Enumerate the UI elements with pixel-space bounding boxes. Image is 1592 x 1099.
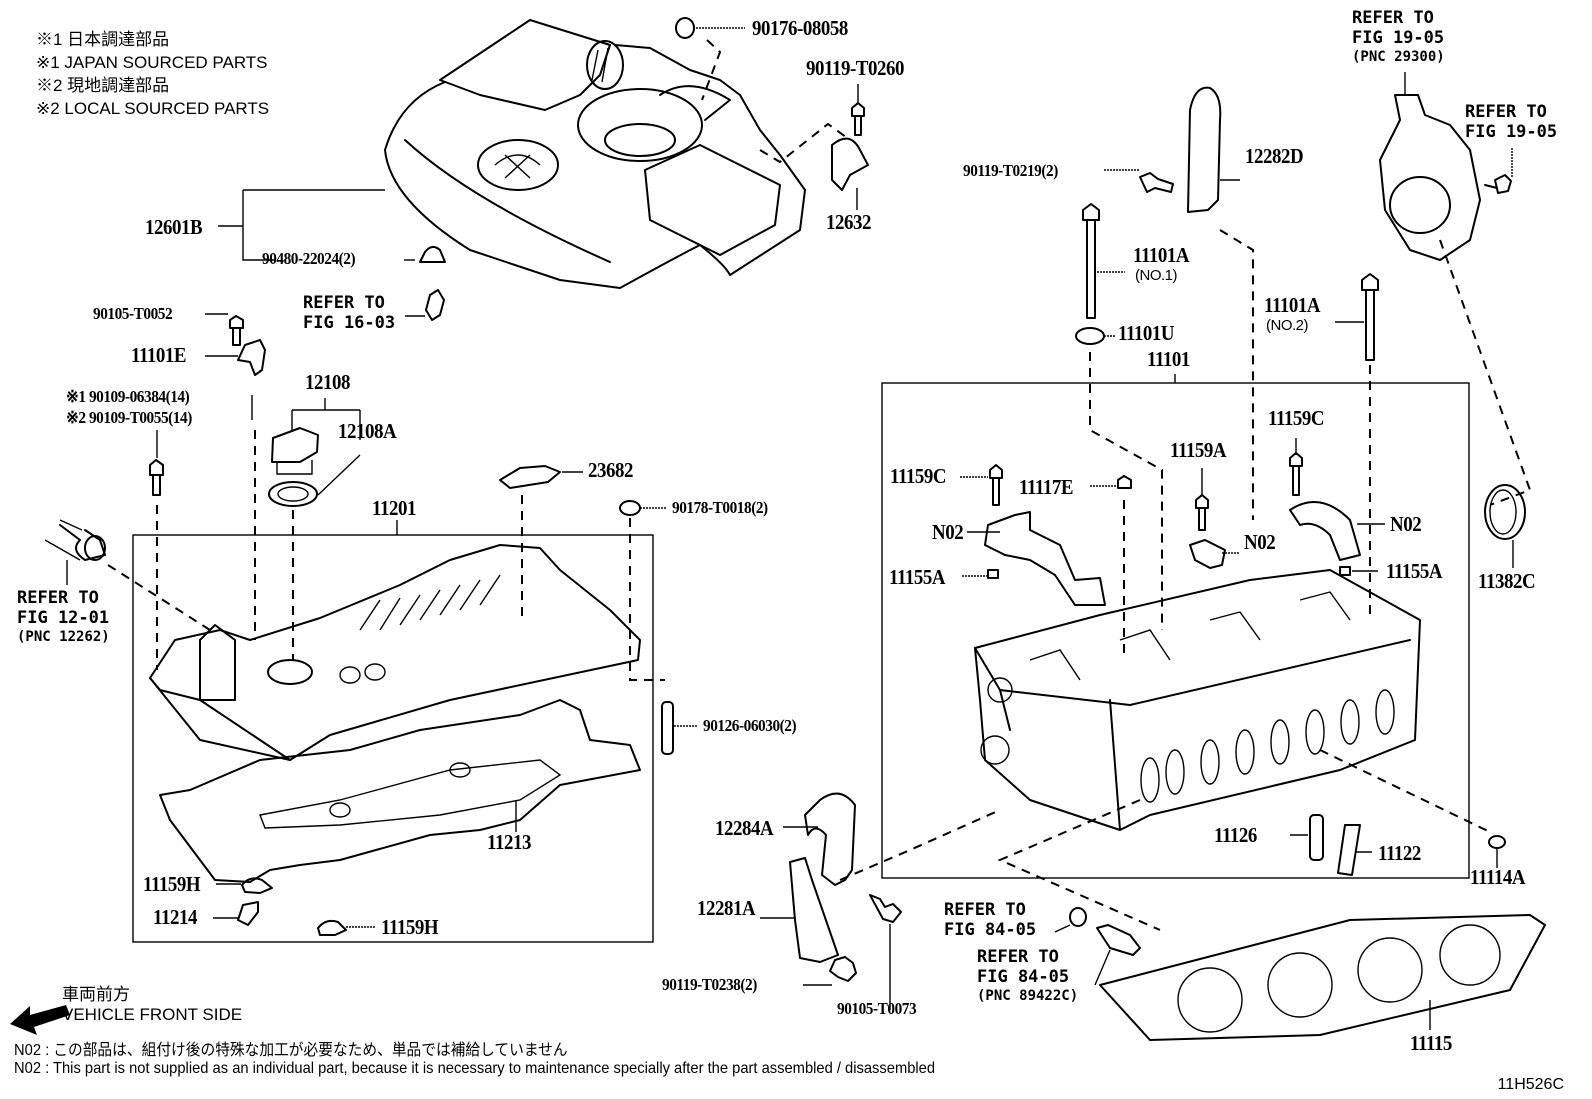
refer-fig-16-03[interactable]: REFER TO FIG 16-03 (303, 293, 395, 334)
part-label-90119-T0238[interactable]: 90119-T0238(2) (662, 975, 757, 994)
part-label-12601B[interactable]: 12601B (145, 215, 203, 239)
refer-pnc: (PNC 12262) (17, 628, 110, 645)
refer-fig-19-05-pnc-29300[interactable]: REFER TO FIG 19-05 (PNC 29300) (1352, 8, 1445, 66)
part-label-11115[interactable]: 11115 (1410, 1031, 1452, 1055)
refer-fig-84-05-a[interactable]: REFER TO FIG 84-05 (944, 900, 1036, 941)
refer-line2: FIG 84-05 (944, 920, 1037, 941)
part-label-90126-06030[interactable]: 90126-06030(2) (703, 716, 797, 735)
legend-line-en2: ※2 LOCAL SOURCED PARTS (36, 99, 270, 118)
refer-line1: REFER TO (1352, 8, 1434, 28)
refer-line2: FIG 16-03 (303, 313, 396, 334)
refer-line1: REFER TO (944, 900, 1026, 920)
front-direction-arrow (10, 1005, 70, 1035)
refer-pnc: (PNC 29300) (1352, 48, 1445, 65)
refer-fig-12-01[interactable]: REFER TO FIG 12-01 (PNC 12262) (17, 588, 110, 646)
part-label-11214[interactable]: 11214 (153, 905, 197, 929)
part-label-N02-c[interactable]: N02 (1390, 512, 1422, 536)
part-label-90109-06384[interactable]: ※1 90109-06384(14) (66, 387, 190, 406)
legend-line-jp2: ※2 現地調達部品 (36, 76, 170, 95)
engine-cover-drawing (384, 19, 806, 289)
part-label-90105-T0073[interactable]: 90105-T0073 (837, 999, 917, 1018)
part-label-11126[interactable]: 11126 (1214, 823, 1257, 847)
vehicle-front-jp: 車両前方 (62, 985, 130, 1004)
refer-fig-19-05[interactable]: REFER TO FIG 19-05 (1465, 102, 1557, 143)
part-label-11101A-no1-suffix: (NO.1) (1135, 267, 1178, 284)
sourcing-legend: ※1 日本調達部品 ※1 JAPAN SOURCED PARTS ※2 現地調達… (36, 28, 269, 120)
refer-line1: REFER TO (1465, 102, 1547, 122)
refer-line1: REFER TO (303, 293, 385, 313)
part-label-23682[interactable]: 23682 (588, 458, 633, 482)
refer-line2: FIG 12-01 (17, 608, 110, 629)
part-label-11201[interactable]: 11201 (372, 496, 416, 520)
part-label-N02-b[interactable]: N02 (1244, 530, 1276, 554)
part-label-11159H-b[interactable]: 11159H (381, 915, 439, 939)
part-label-90480-22024[interactable]: 90480-22024(2) (262, 249, 356, 268)
refer-line1: REFER TO (17, 588, 99, 608)
part-label-11159C-b[interactable]: 11159C (1268, 406, 1325, 430)
footnote-n02-en: N02 : This part is not supplied as an in… (14, 1060, 936, 1077)
part-label-11101U[interactable]: 11101U (1118, 321, 1175, 345)
legend-line-jp1: ※1 日本調達部品 (36, 30, 170, 49)
part-label-90105-T0052[interactable]: 90105-T0052 (93, 304, 173, 323)
part-label-11101E[interactable]: 11101E (131, 343, 187, 367)
part-label-12632[interactable]: 12632 (826, 210, 871, 234)
part-label-12281A[interactable]: 12281A (697, 896, 756, 920)
refer-pnc: (PNC 89422C) (977, 987, 1079, 1004)
illustration-code: 11H526C (1497, 1076, 1564, 1093)
part-label-11117E[interactable]: 11117E (1019, 475, 1074, 499)
part-label-11382C[interactable]: 11382C (1478, 569, 1536, 593)
part-label-11155A-b[interactable]: 11155A (1386, 559, 1443, 583)
part-label-11155A-a[interactable]: 11155A (889, 565, 946, 589)
refer-line1: REFER TO (977, 947, 1059, 967)
footnote-n02-jp: N02 : この部品は、組付け後の特殊な加工が必要なため、単品では補給していませ… (14, 1042, 568, 1059)
refer-line2: FIG 84-05 (977, 967, 1070, 988)
part-label-90178-T0018[interactable]: 90178-T0018(2) (672, 498, 768, 517)
cover-gasket-drawing (159, 699, 641, 883)
part-label-11122[interactable]: 11122 (1378, 841, 1421, 865)
part-label-90119-T0219[interactable]: 90119-T0219(2) (963, 161, 1058, 180)
legend-line-en1: ※1 JAPAN SOURCED PARTS (36, 53, 268, 72)
clip-90176-08058-drawing (675, 17, 695, 39)
part-label-12284A[interactable]: 12284A (715, 816, 774, 840)
part-label-11101A-no2-suffix: (NO.2) (1266, 317, 1309, 334)
part-label-12282D[interactable]: 12282D (1245, 144, 1304, 168)
cylinder-head-drawing (974, 569, 1421, 831)
part-label-11101[interactable]: 11101 (1147, 347, 1190, 371)
part-label-11159C-a[interactable]: 11159C (890, 464, 947, 488)
refer-line2: FIG 19-05 (1465, 122, 1558, 143)
part-label-11159A[interactable]: 11159A (1170, 438, 1227, 462)
part-label-12108A[interactable]: 12108A (338, 419, 397, 443)
part-label-11101A-no2[interactable]: 11101A (1264, 293, 1321, 317)
part-label-90119-T0260[interactable]: 90119-T0260 (806, 56, 904, 80)
vehicle-front-en: VEHICLE FRONT SIDE (62, 1005, 243, 1024)
head-gasket-drawing (1099, 914, 1546, 1041)
part-label-90109-T0055[interactable]: ※2 90109-T0055(14) (66, 408, 192, 427)
part-label-12108[interactable]: 12108 (305, 370, 350, 394)
head-cover-group-box (132, 534, 654, 943)
part-label-11101A-no1[interactable]: 11101A (1133, 243, 1190, 267)
part-label-11159H-a[interactable]: 11159H (143, 872, 201, 896)
refer-fig-84-05-b[interactable]: REFER TO FIG 84-05 (PNC 89422C) (977, 947, 1078, 1005)
part-label-90176-08058[interactable]: 90176-08058 (752, 16, 848, 40)
refer-line2: FIG 19-05 (1352, 28, 1445, 49)
part-label-N02-a[interactable]: N02 (932, 520, 964, 544)
part-label-11213[interactable]: 11213 (487, 830, 531, 854)
cylinder-head-cover-drawing (149, 544, 641, 761)
part-label-11114A[interactable]: 11114A (1470, 865, 1526, 889)
